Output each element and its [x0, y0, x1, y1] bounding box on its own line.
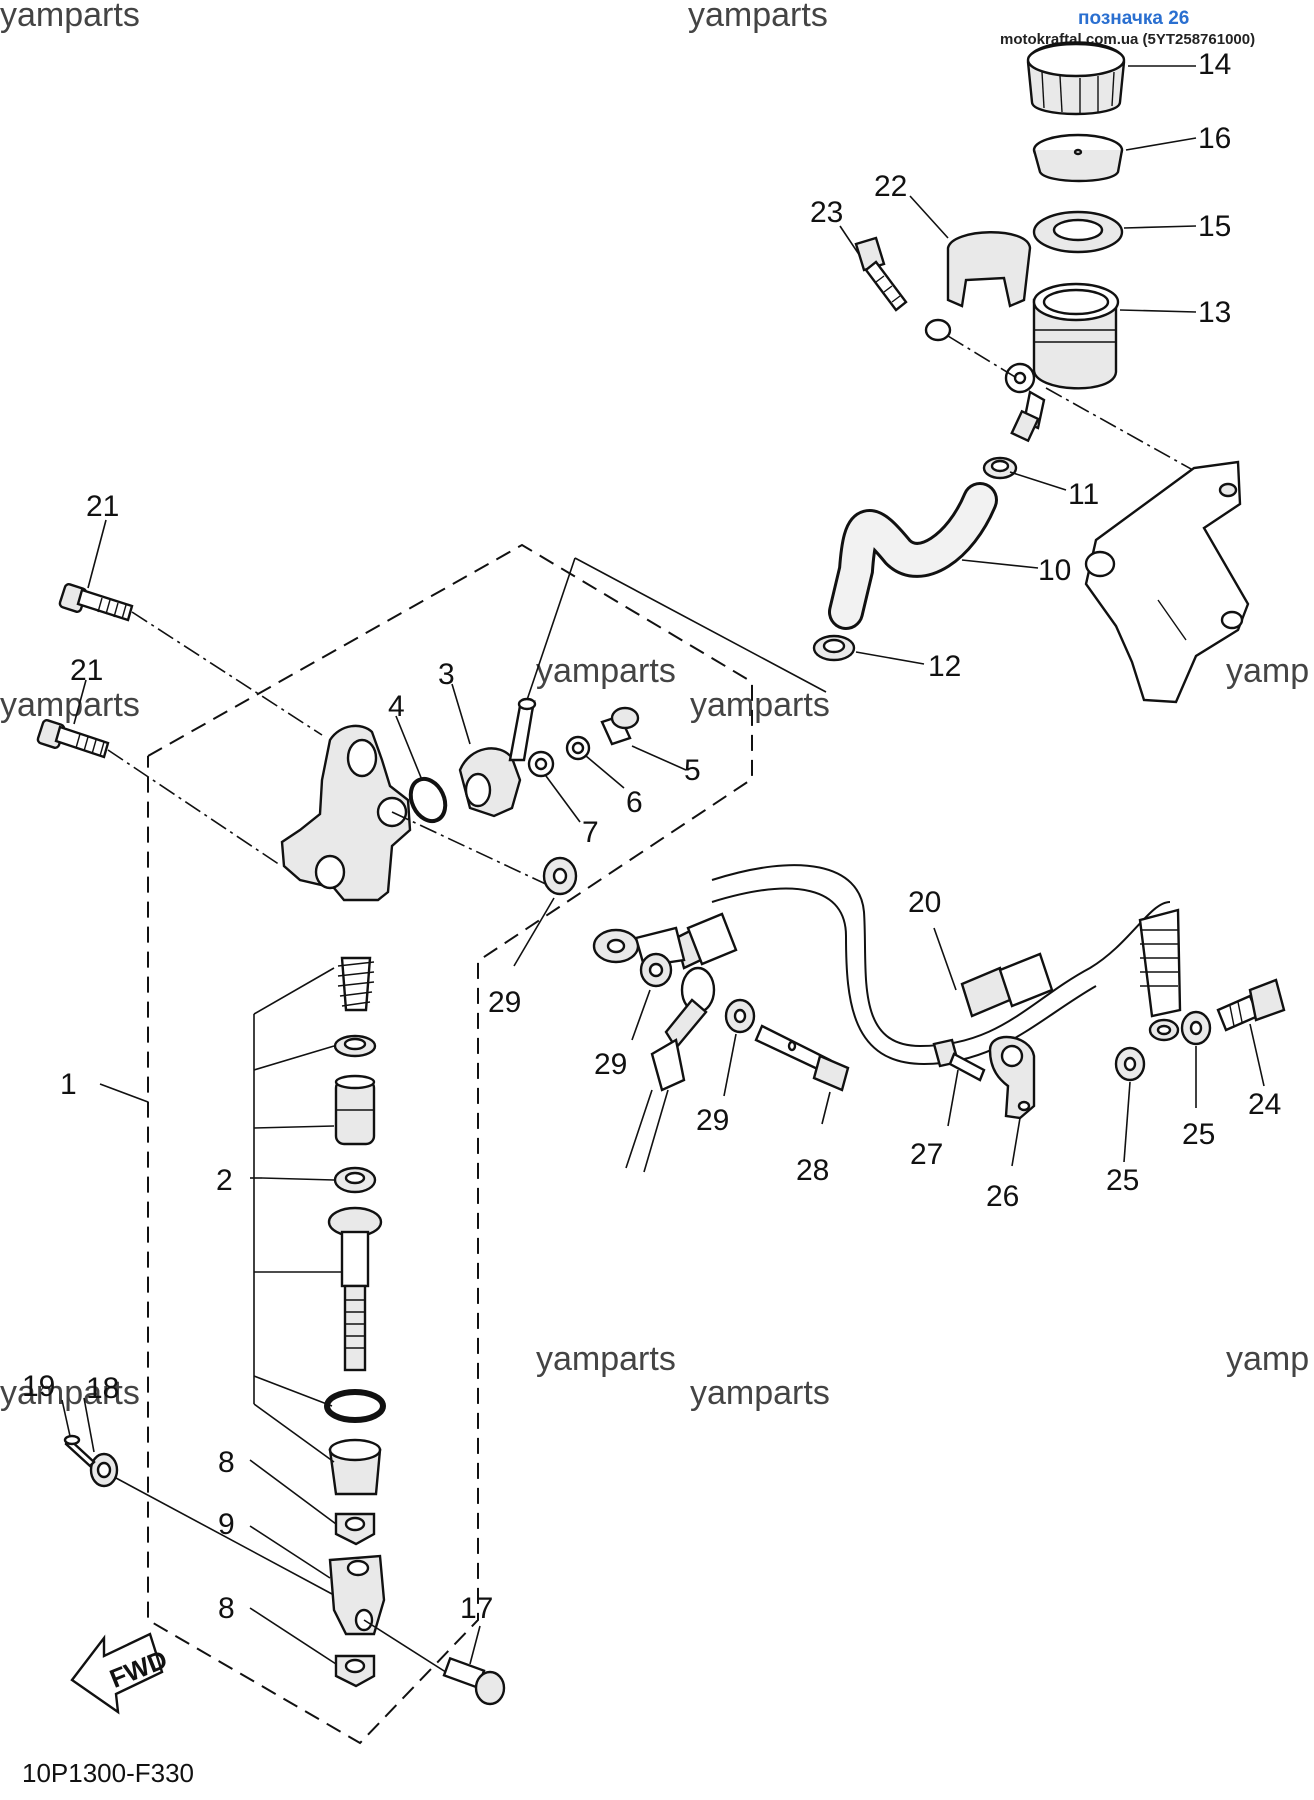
diaphragm-15: [1032, 210, 1124, 254]
brake-hose-20: [592, 864, 1182, 1066]
assembly-outline-main: [147, 543, 753, 1745]
clamp-26: [988, 1035, 1036, 1120]
hose-clamp-11: [982, 456, 1018, 480]
callout-14: 14: [1198, 48, 1231, 81]
washer-29-c: [724, 998, 756, 1034]
washer-29-a: [542, 856, 578, 896]
nut-8-lower: [334, 1654, 376, 1688]
callout-8-upper: 8: [218, 1446, 235, 1479]
callout-22: 22: [874, 170, 907, 203]
diagram-code: 10P1300-F330: [22, 1758, 194, 1788]
callout-19: 19: [22, 1370, 55, 1403]
callout-10: 10: [1038, 554, 1071, 587]
reservoir-13: [1004, 282, 1120, 430]
washer-25-b: [1180, 1010, 1212, 1046]
bracket-frame: [1045, 387, 1250, 704]
callout-12: 12: [928, 650, 961, 683]
brake-hose-lower: [625, 966, 716, 1173]
callout-29-c: 29: [696, 1104, 729, 1137]
washer-29-b: [639, 952, 673, 988]
fwd-arrow-icon: FWD: [70, 1632, 171, 1715]
bolt-24: [1216, 978, 1286, 1032]
callout-29-b: 29: [594, 1048, 627, 1081]
callout-7: 7: [582, 816, 599, 849]
bolt-5: [600, 706, 640, 746]
callout-25-b: 25: [1106, 1164, 1139, 1197]
push-rod: [327, 1206, 383, 1372]
header-label-ref: позначка 26: [1078, 8, 1189, 29]
washer-25-a: [1114, 1046, 1146, 1082]
callout-4: 4: [388, 690, 405, 723]
callout-23: 23: [810, 196, 843, 229]
callout-2: 2: [216, 1164, 233, 1197]
diaphragm-plate-16: [1032, 133, 1124, 183]
watermark: yamparts: [0, 1374, 140, 1412]
circlip: [324, 1389, 386, 1423]
holder-22: [924, 231, 1032, 381]
union-bolt-28: [754, 1024, 850, 1092]
clip-6: [565, 735, 591, 761]
leader-lines: [61, 65, 1265, 1665]
washer-18: [89, 1452, 333, 1595]
master-cylinder-body: [280, 724, 551, 902]
nut-8-upper: [334, 1512, 376, 1546]
o-ring-4: [408, 776, 448, 824]
bolt-23: [854, 236, 908, 312]
callout-8-lower: 8: [218, 1592, 235, 1625]
watermark: yamparts: [0, 686, 140, 724]
hose-clip-12: [812, 634, 856, 662]
callout-16: 16: [1198, 122, 1231, 155]
boot: [328, 1438, 382, 1496]
watermark: yamparts: [690, 686, 830, 724]
header-site: motokraftal.com.ua (5YT258761000): [1000, 31, 1255, 48]
watermark: yamparts: [536, 1340, 676, 1378]
bolt-27: [932, 1038, 986, 1082]
watermark: yamparts: [0, 0, 140, 34]
bolt-21-upper: [58, 583, 323, 736]
watermark: yamparts: [690, 1374, 830, 1412]
callout-28: 28: [796, 1154, 829, 1187]
clevis-9: [328, 1554, 453, 1677]
callout-29-a: 29: [488, 986, 521, 1019]
watermark: yamparts: [536, 652, 676, 690]
callout-27: 27: [910, 1138, 943, 1171]
callout-26: 26: [986, 1180, 1019, 1213]
bolt-21-lower: [36, 719, 281, 866]
callout-11: 11: [1068, 478, 1099, 511]
callout-5: 5: [684, 754, 701, 787]
watermark: yamp: [1226, 652, 1309, 690]
watermark: yamp: [1226, 1340, 1309, 1378]
callout-18: 18: [86, 1372, 119, 1405]
callout-3: 3: [438, 658, 455, 691]
watermark: yamparts: [688, 0, 828, 34]
callout-17: 17: [460, 1592, 493, 1625]
cup: [333, 1034, 377, 1058]
callout-6: 6: [626, 786, 643, 819]
callout-labels: 14 16 15 13 22 23 11 10 12 21 21 3 4 5 6…: [22, 48, 1281, 1625]
piston: [334, 1074, 376, 1146]
callout-15: 15: [1198, 210, 1231, 243]
callout-9: 9: [218, 1508, 235, 1541]
callout-21-upper: 21: [86, 490, 119, 523]
callout-13: 13: [1198, 296, 1231, 329]
spring: [337, 956, 375, 1012]
callout-25-a: 25: [1182, 1118, 1215, 1151]
pin-17: [442, 1656, 506, 1706]
washer-7: [527, 750, 555, 778]
fitting: [1010, 409, 1040, 443]
callout-1: 1: [60, 1068, 77, 1101]
seal: [333, 1166, 377, 1194]
cap-14: [1026, 41, 1126, 116]
hose-10: [828, 482, 998, 630]
union-3: [458, 557, 827, 818]
callout-21-lower: 21: [70, 654, 103, 687]
callout-20: 20: [908, 886, 941, 919]
callout-24: 24: [1248, 1088, 1281, 1121]
cotter-pin-19: [63, 1434, 96, 1468]
piston-kit-bracket: [253, 967, 342, 1463]
